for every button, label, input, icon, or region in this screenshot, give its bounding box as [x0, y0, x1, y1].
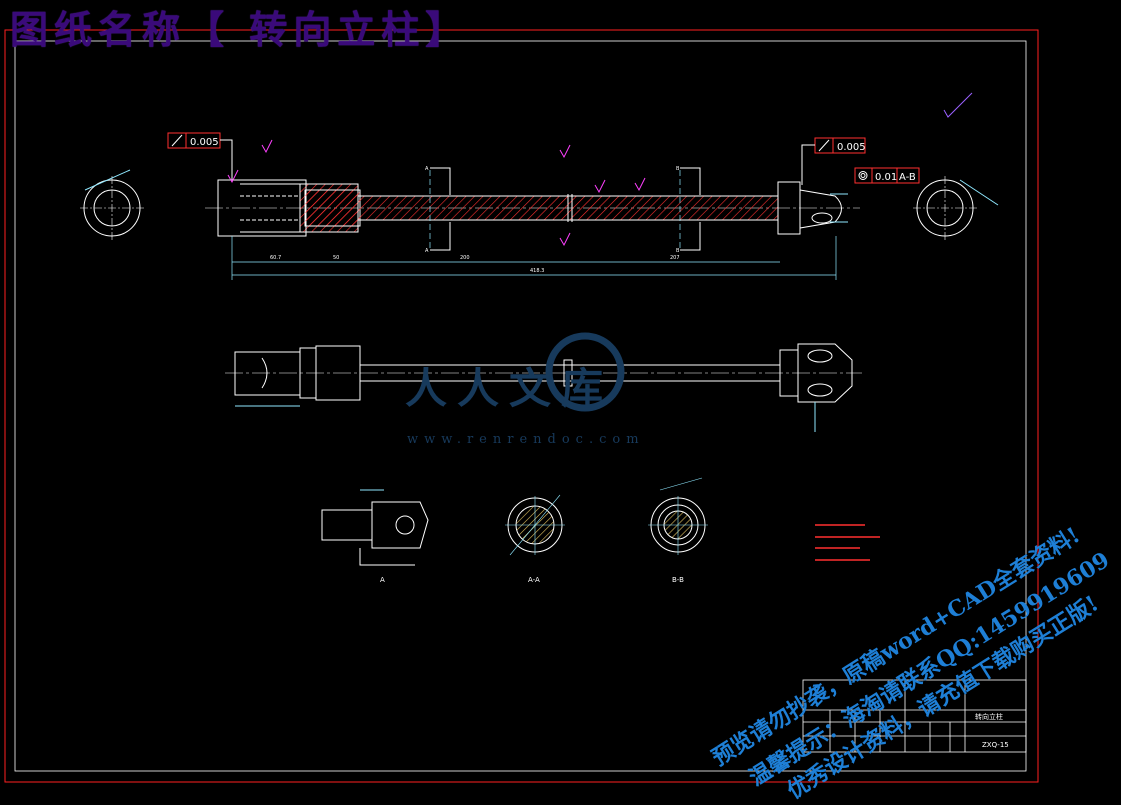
svg-text:60.7: 60.7 [270, 255, 281, 261]
svg-text:200: 200 [460, 255, 470, 261]
title-block [802, 679, 1027, 753]
svg-text:418.3: 418.3 [530, 268, 544, 274]
section-bb [648, 477, 708, 555]
left-end-view [80, 169, 144, 240]
coaxial-ref: A-B [899, 172, 916, 183]
section-aa-label: A-A [528, 576, 540, 584]
coaxial-value: 0.01 [875, 172, 897, 183]
section-aa [505, 494, 565, 556]
drawing-title: 图纸名称【 转向立柱】 [10, 7, 470, 52]
drawing-number: ZXQ-15 [982, 741, 1009, 749]
svg-text:50: 50 [333, 255, 339, 261]
tech-notes [815, 524, 880, 561]
cut-markers [430, 167, 701, 251]
main-dim-labels: 60.7 50 200 207 418.3 A A B B [270, 166, 680, 274]
main-dimensions [231, 170, 837, 280]
svg-text:A: A [425, 166, 429, 172]
svg-text:A: A [425, 248, 429, 254]
roughness-symbols [227, 92, 973, 247]
gdt-symbols [171, 134, 868, 180]
svg-text:B: B [676, 166, 680, 172]
inner-frame [14, 40, 1027, 772]
main-section-view [205, 179, 860, 237]
watermark-logo-name: 人人文库 [405, 364, 614, 413]
outer-frame [4, 29, 1039, 783]
watermark-logo-url: www.renrendoc.com [407, 432, 645, 447]
logo-emblem [545, 332, 625, 412]
part-name: 转向立柱 [975, 712, 1003, 721]
svg-text:B: B [676, 248, 680, 254]
svg-text:207: 207 [670, 255, 680, 261]
gdt-frames [167, 132, 920, 185]
view-a-label: A [380, 576, 385, 584]
section-bb-label: B-B [672, 576, 684, 584]
runout-left-value: 0.005 [190, 137, 219, 148]
second-view [225, 343, 862, 432]
detail-view-a [321, 489, 429, 566]
runout-right-value: 0.005 [837, 142, 866, 153]
right-end-view [913, 176, 999, 240]
